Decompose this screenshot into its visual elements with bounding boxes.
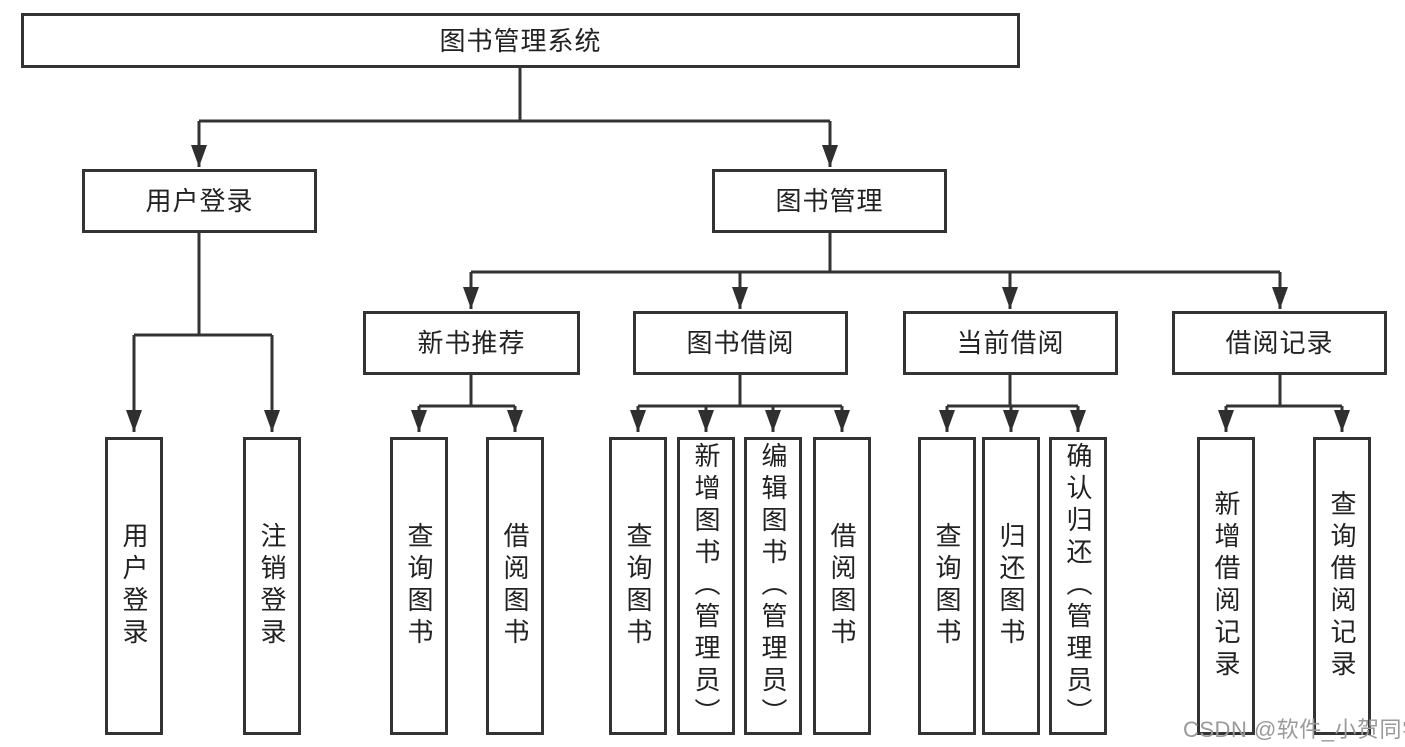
leaf-borrowing-query-books: 查询图书 <box>609 437 667 735</box>
leaf-confirm-return-admin: 确认归还（管理员） <box>1049 437 1107 735</box>
node-book-borrowing: 图书借阅 <box>633 311 848 375</box>
leaf-edit-books-admin: 编辑图书（管理员） <box>744 437 802 735</box>
leaf-add-borrow-record: 新增借阅记录 <box>1197 437 1255 735</box>
leaf-add-books-admin: 新增图书（管理员） <box>677 437 735 735</box>
node-borrowing-records: 借阅记录 <box>1172 311 1387 375</box>
node-library-management-system: 图书管理系统 <box>21 13 1020 68</box>
leaf-recommend-borrow-books: 借阅图书 <box>486 437 544 735</box>
leaf-user-login: 用户登录 <box>105 437 163 735</box>
leaf-return-books: 归还图书 <box>982 437 1040 735</box>
leaf-query-borrow-record: 查询借阅记录 <box>1313 437 1371 735</box>
node-new-book-recommend: 新书推荐 <box>363 311 580 375</box>
node-user-login: 用户登录 <box>82 169 317 233</box>
tree-edges <box>126 68 1350 432</box>
leaf-logout: 注销登录 <box>243 437 301 735</box>
leaf-borrow-books: 借阅图书 <box>813 437 871 735</box>
node-book-management: 图书管理 <box>712 169 947 233</box>
leaf-current-query-books: 查询图书 <box>918 437 976 735</box>
csdn-watermark: CSDN @软件_小贺同学 <box>1183 717 1405 742</box>
leaf-recommend-query-books: 查询图书 <box>390 437 448 735</box>
node-current-borrowing: 当前借阅 <box>903 311 1118 375</box>
